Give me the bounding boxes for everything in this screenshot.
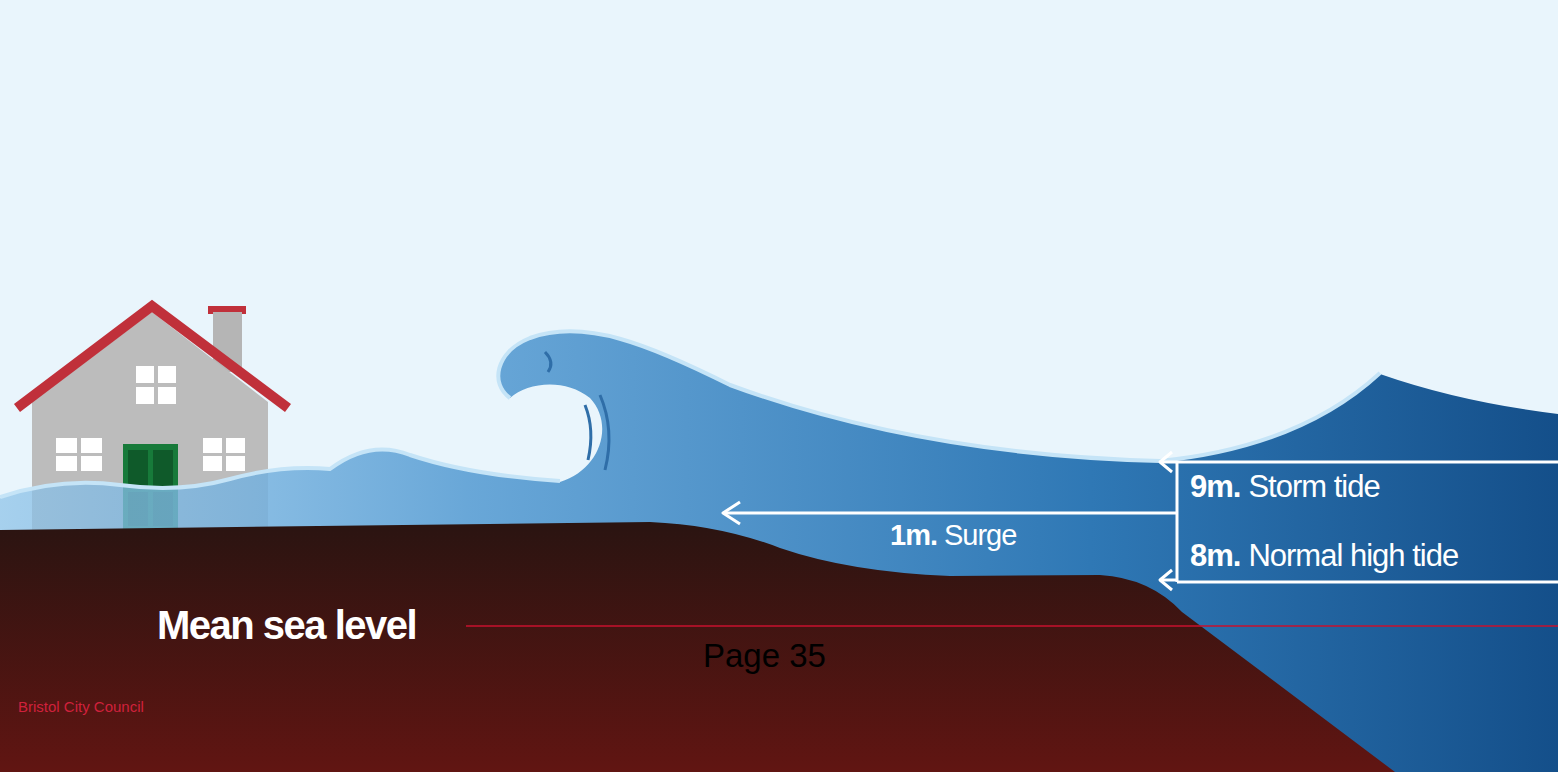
tide-name: Normal high tide [1248,539,1458,573]
wave-curl [545,352,609,470]
wave-crest [498,331,1160,461]
tide-markers [723,452,1558,590]
wave-crest [0,449,560,497]
tide-height: 9m. [1190,470,1240,504]
mean-sea-level-line [466,625,1558,627]
surge-name: Surge [944,520,1016,552]
tide-name: Storm tide [1248,470,1379,504]
label-row: 8m.Normal high tide [1190,539,1458,573]
organisation-name: Bristol City Council [18,699,144,716]
page-number: Page 35 [703,638,826,674]
label-row: Bristol City Council [18,698,144,716]
label-row: 1m.Surge [890,520,1016,552]
sea-water [0,331,1558,772]
label-row: Page 35 [703,638,826,674]
ground [0,522,1395,772]
wave-crest [1160,373,1380,461]
mean-sea-level-label: Mean sea level [157,603,416,647]
surge-height: 1m. [890,520,937,552]
tide-height: 8m. [1190,539,1240,573]
label-row: 9m.Storm tide [1190,470,1380,504]
label-row: Mean sea level [157,603,416,647]
